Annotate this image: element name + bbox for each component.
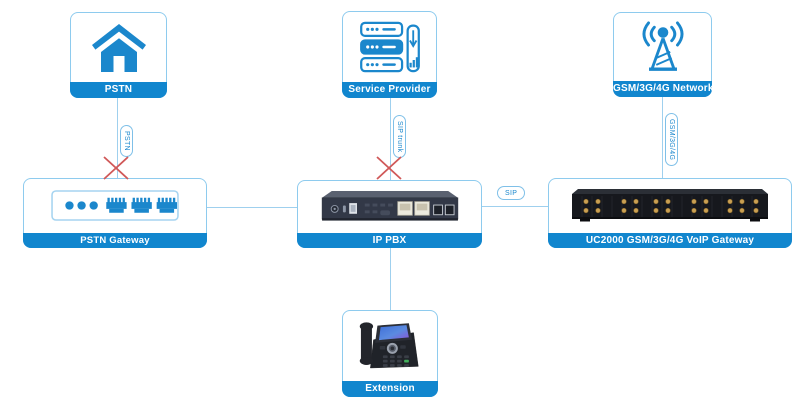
node-label-extension: Extension	[342, 381, 438, 397]
gsm-network-icon-area	[614, 13, 711, 81]
pstn-gateway-icon-area	[24, 179, 206, 232]
node-label-uc2000: UC2000 GSM/3G/4G VoIP Gateway	[548, 233, 792, 248]
antenna-tower-icon	[642, 21, 683, 71]
ip-pbx-icon-area	[298, 181, 481, 232]
link-gsm-to-uc2000	[662, 97, 663, 178]
server-stack-icon	[359, 21, 420, 73]
house-icon	[91, 23, 146, 72]
link-pbx-to-uc2000	[482, 206, 548, 207]
node-service-provider: Service Provider	[342, 11, 437, 98]
blocked-cross-icon-sip-trunk	[376, 156, 402, 180]
link-pstn-to-gateway	[117, 98, 118, 178]
node-uc2000-gateway: UC2000 GSM/3G/4G VoIP Gateway	[548, 178, 792, 248]
node-pstn-gateway: PSTN Gateway	[23, 178, 207, 248]
node-label-service-provider: Service Provider	[342, 82, 437, 98]
uc2000-icon-area	[549, 179, 791, 232]
service-provider-icon-area	[343, 12, 436, 82]
link-label-pstn: PSTN	[120, 125, 133, 157]
link-pbx-to-extension	[390, 248, 391, 310]
pstn-icon-area	[71, 13, 166, 82]
node-ip-pbx: IP PBX	[297, 180, 482, 248]
node-gsm-network: GSM/3G/4G Network	[613, 12, 713, 97]
rack-gateway-device-image	[572, 188, 768, 221]
node-label-gsm-network: GSM/3G/4G Network	[613, 81, 713, 97]
link-label-gsm: GSM/3G/4G	[665, 113, 678, 167]
ippbx-device-image	[321, 190, 458, 221]
link-provider-to-pbx	[390, 98, 391, 180]
node-label-pstn-gateway: PSTN Gateway	[23, 233, 207, 248]
link-label-sip-trunk: SIP trunk	[393, 115, 406, 159]
ip-phone-image	[359, 322, 419, 369]
node-pstn: PSTN	[70, 12, 167, 98]
link-label-sip: SIP	[497, 186, 526, 200]
blocked-cross-icon-pstn	[103, 156, 129, 180]
extension-icon-area	[343, 311, 437, 381]
fxo-ports-icon	[51, 190, 179, 221]
link-gateway-to-pbx	[207, 207, 297, 208]
node-extension: Extension	[342, 310, 438, 397]
node-label-ip-pbx: IP PBX	[297, 233, 482, 248]
node-label-pstn: PSTN	[70, 82, 167, 98]
